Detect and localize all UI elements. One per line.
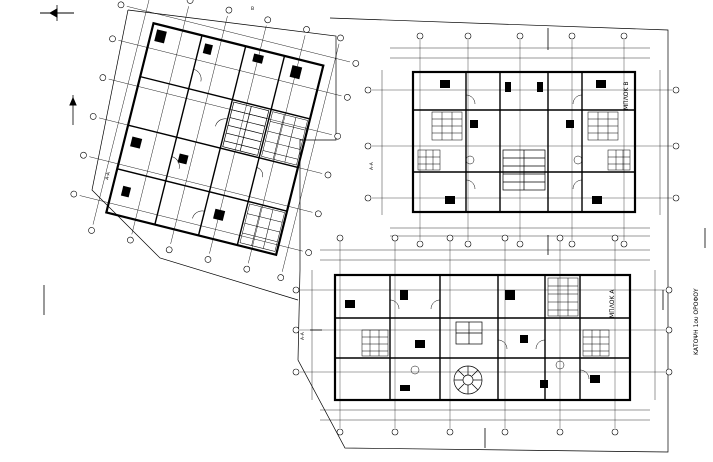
section-mark-bottom: Α-Α <box>300 331 306 340</box>
block-a-plan <box>292 234 673 448</box>
section-mark-right: Α-Α <box>369 161 375 170</box>
section-arrow-icon <box>43 95 706 315</box>
block-b-label: ΜΠΛΟΚ Β <box>623 82 630 110</box>
section-mark-left: Α-Α <box>104 171 112 181</box>
block-b-plan <box>364 28 680 255</box>
block-a-label: ΜΠΛΟΚ Α <box>609 289 616 318</box>
north-arrow-icon <box>40 5 74 21</box>
sheet-title: ΚΑΤΟΨΗ 1ου ΟΡΟΦΟΥ <box>693 288 700 355</box>
north-mark: Β <box>251 6 254 12</box>
rotated-floor-plan <box>70 0 360 281</box>
site-boundary <box>127 9 669 453</box>
